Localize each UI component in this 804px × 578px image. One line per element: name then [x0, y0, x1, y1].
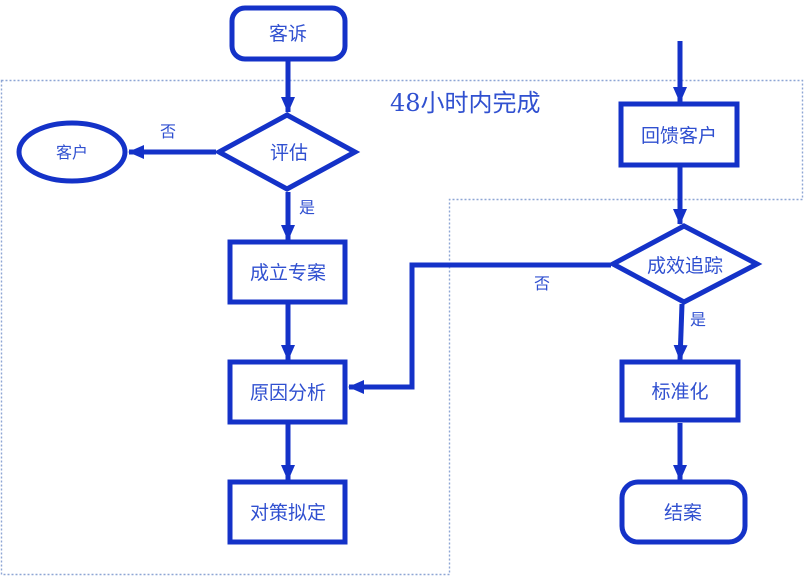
node-project-label: 成立专案 — [250, 262, 326, 284]
node-countermeasure-label: 对策拟定 — [250, 502, 326, 524]
node-close-case-terminator — [619, 479, 748, 545]
node-standardize-process — [619, 359, 741, 423]
node-standardize-label: 标准化 — [651, 381, 708, 403]
node-customer-label: 客户 — [56, 143, 88, 162]
node-evaluate-decision — [213, 112, 361, 192]
node-feedback-label: 回馈客户 — [641, 125, 717, 147]
node-close-case-label: 结案 — [664, 502, 702, 524]
node-complaint-label: 客诉 — [269, 23, 307, 45]
48h-region-label: 48小时内完成 — [390, 89, 541, 117]
node-complaint-terminator — [229, 5, 348, 62]
node-cause-analysis-label: 原因分析 — [250, 382, 326, 404]
edge-tracking-yes-to-standardize — [673, 303, 688, 361]
node-tracking-label: 成效追踪 — [647, 255, 723, 277]
node-tracking-decision — [607, 223, 763, 305]
edge-label-evaluate-yes: 是 — [299, 198, 315, 217]
edge-label-evaluate-no: 否 — [160, 122, 176, 141]
node-project-process — [227, 239, 348, 305]
edge-label-tracking-yes: 是 — [690, 310, 706, 329]
node-customer-ellipse — [16, 120, 128, 184]
edge-label-tracking-no: 否 — [534, 274, 550, 293]
node-feedback-process — [618, 101, 740, 168]
node-cause-analysis-process — [227, 359, 348, 425]
edge-tracking-no-to-cause-analysis — [348, 262, 611, 394]
48h-region-dotted-border — [0, 79, 804, 576]
node-countermeasure-process — [227, 479, 348, 545]
node-evaluate-label: 评估 — [270, 142, 308, 164]
